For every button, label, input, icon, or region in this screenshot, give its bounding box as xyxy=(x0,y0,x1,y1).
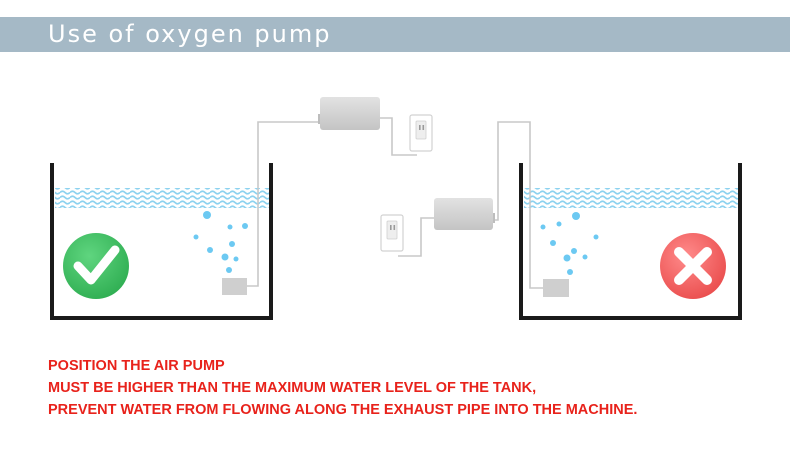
note-line-1: POSITION THE AIR PUMP xyxy=(48,358,225,374)
title-bar: Use of oxygen pump xyxy=(0,17,790,52)
tank-left xyxy=(50,163,273,320)
page-title: Use of oxygen pump xyxy=(48,20,332,48)
cross-icon xyxy=(660,233,726,299)
bubbles-right xyxy=(540,212,599,275)
note-line-3: PREVENT WATER FROM FLOWING ALONG THE EXH… xyxy=(48,402,638,418)
power-outlet-icon xyxy=(380,214,404,252)
air-stone-icon xyxy=(543,279,569,297)
air-tube-right xyxy=(493,121,543,289)
water-surface-left xyxy=(55,188,270,208)
bubbles-left xyxy=(193,211,248,273)
air-stone-icon xyxy=(222,278,247,295)
air-pump-icon xyxy=(434,198,495,230)
air-pump-icon xyxy=(318,97,380,130)
power-cord-left xyxy=(380,117,417,156)
water-surface-right xyxy=(524,188,738,208)
wrong-setup xyxy=(380,121,742,320)
power-cord-right xyxy=(398,217,434,257)
installation-note: POSITION THE AIR PUMP MUST BE HIGHER THA… xyxy=(48,355,637,421)
note-line-2: MUST BE HIGHER THAN THE MAXIMUM WATER LE… xyxy=(48,380,537,396)
tank-right xyxy=(519,163,742,320)
check-icon xyxy=(63,233,129,299)
power-outlet-icon xyxy=(409,114,433,152)
air-tube-left xyxy=(246,121,321,287)
correct-setup xyxy=(50,97,433,320)
